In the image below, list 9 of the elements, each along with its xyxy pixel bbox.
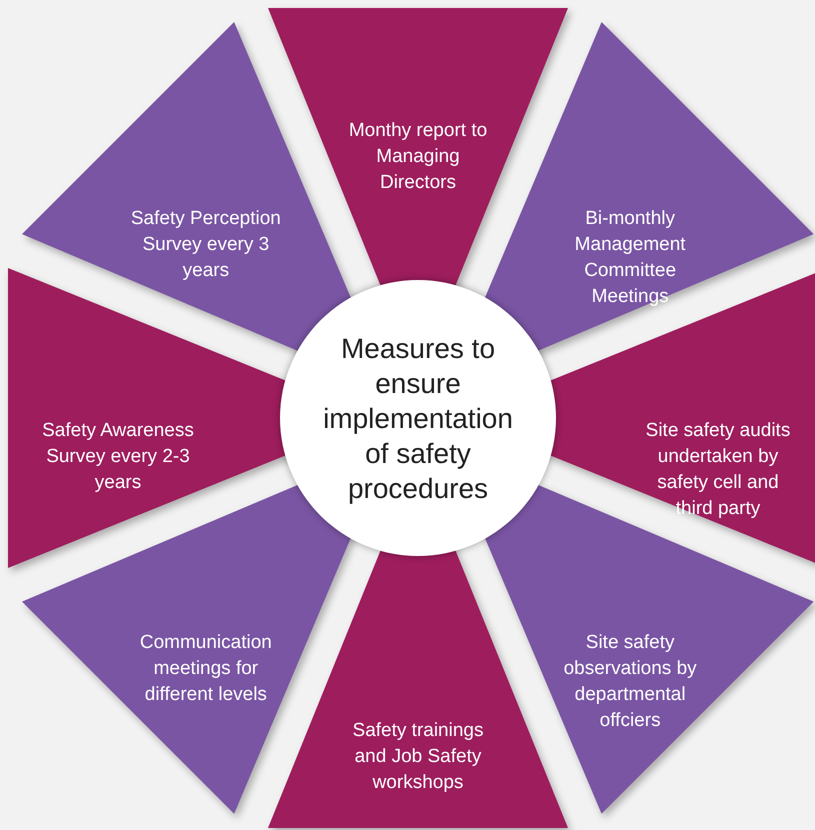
segment-label: Monthy report to Managing Directors: [348, 119, 488, 195]
segment-label: Safety Awareness Survey every 2-3 years: [41, 419, 195, 495]
segment-label: Bi-monthly Management Committee Meetings: [574, 206, 687, 309]
center-label: Measures to ensure implementation of safety procedures: [322, 332, 514, 506]
segment-label: Site safety audits undertaken by safety cell and third party: [644, 419, 792, 521]
segment-label: Safety trainings and Job Safety workshops: [352, 719, 484, 795]
segment-label: Communication meetings for different levels: [138, 631, 273, 708]
segment-label: Safety Perception Survey every 3 years: [130, 206, 282, 283]
segment-label: Site safety observations by departmental offciers: [562, 631, 698, 734]
